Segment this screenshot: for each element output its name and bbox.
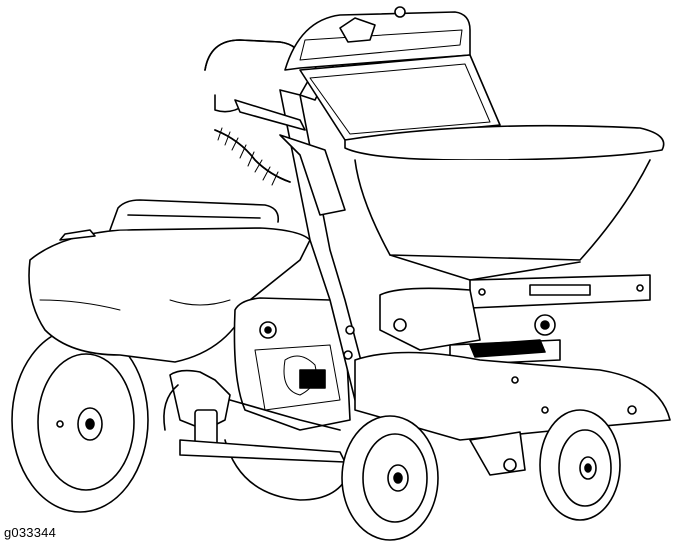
control-frame (284, 6, 471, 71)
front-right-wheel (539, 409, 621, 521)
bracket-label (529, 284, 591, 296)
front-fork (469, 431, 526, 476)
coiled-hose (214, 127, 291, 186)
pump-assembly (163, 369, 346, 463)
spray-wand (234, 99, 306, 131)
hopper-rim (344, 124, 665, 161)
latch (59, 229, 96, 241)
control-knob-cluster (339, 17, 376, 43)
antenna-mount (394, 6, 406, 18)
chassis-body (28, 199, 311, 363)
engine-assembly (233, 297, 351, 431)
rear-left-wheel (11, 327, 149, 513)
wand-grip (279, 134, 346, 216)
figure-id-label: g033344 (4, 525, 57, 540)
front-left-wheel (341, 415, 439, 541)
hopper-lid-open (299, 54, 501, 141)
hopper (299, 54, 665, 281)
spreader-bracket (379, 274, 651, 366)
